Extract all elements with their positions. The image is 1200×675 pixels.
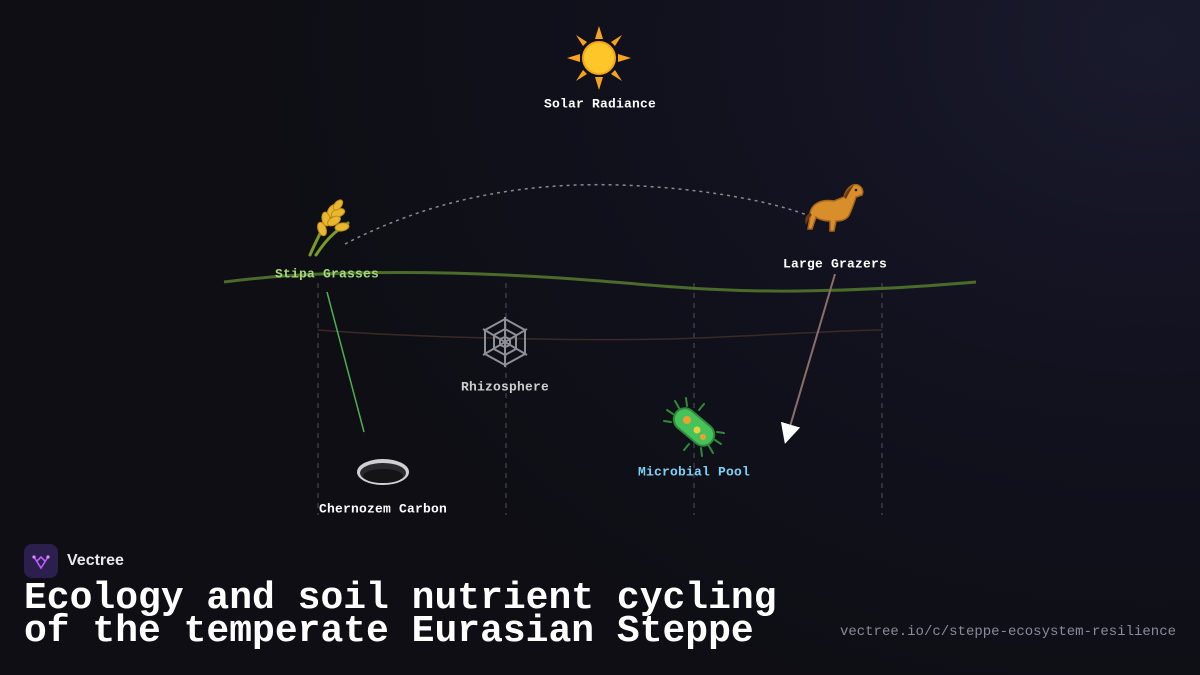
node-label-grazers: Large Grazers	[782, 256, 888, 272]
steppe-diagram: Solar Radiance Stipa Grasses Large Graze…	[223, 26, 977, 517]
sun-icon	[567, 26, 631, 90]
web-icon	[482, 317, 528, 367]
brand-name: Vectree	[67, 552, 124, 569]
node-label-carbon: Chernozem Carbon	[318, 501, 448, 517]
grazer-to-soil-arrow	[780, 273, 836, 444]
grass-to-carbon-link	[326, 291, 365, 433]
page-url[interactable]: vectree.io/c/steppe-ecosystem-resilience	[839, 624, 1176, 640]
node-label-microbes: Microbial Pool	[637, 464, 751, 480]
soil-hole-icon	[357, 459, 409, 485]
horse-icon	[805, 183, 864, 232]
diagram-connections	[223, 183, 977, 515]
page-title: Ecology and soil nutrient cycling of the…	[24, 577, 777, 653]
node-label-solar: Solar Radiance	[543, 96, 657, 112]
node-label-rhizosphere: Rhizosphere	[460, 379, 550, 395]
brand: Vectree	[24, 544, 124, 578]
root-zone-line	[317, 329, 883, 341]
vertical-guides	[317, 283, 883, 515]
grass-icon	[308, 199, 350, 257]
microbe-icon	[663, 397, 725, 457]
vectree-logo-icon	[24, 544, 58, 578]
node-label-grasses: Stipa Grasses	[274, 266, 380, 282]
grazing-arc	[344, 183, 816, 245]
ground-surface-line	[223, 271, 977, 293]
